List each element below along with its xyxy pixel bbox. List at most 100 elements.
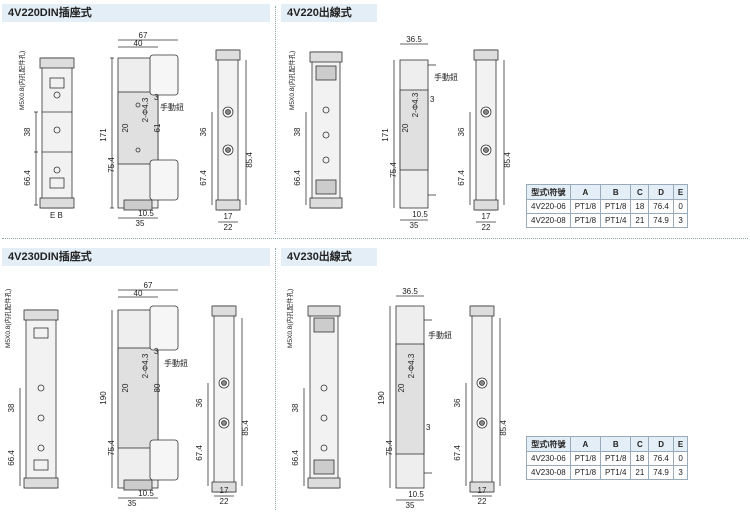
dim-3: 3 <box>154 93 159 102</box>
table-row: 4V230-06 PT1/8 PT1/8 18 76.4 0 <box>526 451 689 466</box>
table-cell: 21 <box>630 213 650 228</box>
table-cell: 74.9 <box>648 465 674 480</box>
table-cell: PT1/8 <box>600 199 632 214</box>
table-cell: PT1/8 <box>569 465 602 480</box>
table-cell: 3 <box>672 465 689 480</box>
dim-75: 75.4 <box>107 157 116 173</box>
dim-36: 36 <box>199 127 208 136</box>
dim-17: 17 <box>220 486 229 495</box>
section-title: 4V220DIN插座式 <box>8 7 92 19</box>
table-cell: PT1/4 <box>600 213 632 228</box>
dim-width-body: 40 <box>134 39 143 48</box>
dim-36: 36 <box>453 398 462 407</box>
dim-width-total: 36.5 <box>406 35 422 44</box>
table-cell: PT1/8 <box>600 451 632 466</box>
spec-table-4v230: 型式\符號 A B C D E 4V230-06 PT1/8 PT1/8 18 … <box>526 436 689 480</box>
mounting-holes-label: 2-Φ4.3 <box>411 92 420 117</box>
table-cell: PT1/8 <box>569 213 602 228</box>
screw-spec-label: M5X0.8(内孔配件孔) <box>287 51 296 110</box>
dim-20: 20 <box>121 123 130 132</box>
dim-10-5: 10.5 <box>412 210 428 219</box>
section-header-4v230-wire: 4V230出線式 <box>281 248 377 266</box>
dim-3: 3 <box>154 347 159 356</box>
dim-35: 35 <box>406 501 415 510</box>
table-row: 4V230-08 PT1/8 PT1/4 21 74.9 3 <box>526 465 689 480</box>
table-cell: 18 <box>630 199 650 214</box>
col-header: 型式\符號 <box>526 436 571 452</box>
dim-17: 17 <box>482 212 491 221</box>
table-cell: 74.9 <box>648 213 674 228</box>
dim-length: 171 <box>381 128 390 142</box>
mounting-holes-label: 2-Φ4.3 <box>141 353 150 378</box>
table-cell: 76.4 <box>648 451 674 466</box>
table-cell: 4V220-06 <box>526 199 571 214</box>
table-header-row: 型式\符號 A B C D E <box>526 184 689 200</box>
table-cell: PT1/4 <box>600 465 632 480</box>
section-header-4v220-din: 4V220DIN插座式 <box>2 4 270 22</box>
col-header: D <box>648 436 674 452</box>
col-header: B <box>600 436 632 452</box>
col-header: C <box>630 436 650 452</box>
table-cell: 0 <box>672 451 689 466</box>
dim-36: 36 <box>195 398 204 407</box>
dim-22: 22 <box>478 497 487 506</box>
dim-3: 3 <box>426 423 431 432</box>
drawing-4v220-wire: 36.5 171 20 38 66.4 75.4 35 10.5 36 67.4… <box>287 35 512 232</box>
dim-width-total: 67 <box>139 31 148 40</box>
dim-36: 36 <box>457 127 466 136</box>
dim-66: 66.4 <box>7 450 16 466</box>
dim-3: 3 <box>430 95 435 104</box>
section-header-4v220-wire: 4V220出線式 <box>281 4 377 22</box>
dim-75: 75.4 <box>385 440 394 456</box>
dim-38: 38 <box>293 127 302 136</box>
table-header-row: 型式\符號 A B C D E <box>526 436 689 452</box>
dim-10-5: 10.5 <box>138 209 154 218</box>
dim-38: 38 <box>23 127 32 136</box>
dim-85-4: 85.4 <box>245 152 254 168</box>
dim-width-total: 67 <box>144 281 153 290</box>
dim-17: 17 <box>224 212 233 221</box>
dim-66: 66.4 <box>291 450 300 466</box>
manual-button-label: 手動鈕 <box>434 72 458 82</box>
section-header-4v230-din: 4V230DIN插座式 <box>2 248 270 266</box>
dim-85-4: 85.4 <box>499 420 508 436</box>
mounting-holes-label: 2-Φ4.3 <box>141 97 150 122</box>
section-title: 4V230出線式 <box>287 251 352 263</box>
dim-22: 22 <box>482 223 491 232</box>
table-cell: 4V230-06 <box>526 451 571 466</box>
dim-length: 171 <box>99 128 108 142</box>
table-cell: 0 <box>672 199 689 214</box>
drawing-4v230-wire: 36.5 190 20 38 66.4 75.4 35 10.5 36 67.4… <box>285 287 508 510</box>
table-cell: PT1/8 <box>569 199 602 214</box>
dim-width-body: 40 <box>134 289 143 298</box>
table-row: 4V220-08 PT1/8 PT1/4 21 74.9 3 <box>526 213 689 228</box>
dim-85-4: 85.4 <box>241 420 250 436</box>
dim-67-4: 67.4 <box>453 445 462 461</box>
col-header: B <box>600 184 632 200</box>
table-cell: 76.4 <box>648 199 674 214</box>
dim-20: 20 <box>121 383 130 392</box>
col-header: 型式\符號 <box>526 184 571 200</box>
dim-66: 66.4 <box>23 170 32 186</box>
dim-length: 190 <box>99 391 108 405</box>
screw-spec-label: M5X0.8(内孔配件孔) <box>17 51 26 110</box>
table-cell: PT1/8 <box>569 451 602 466</box>
dim-75: 75.4 <box>389 162 398 178</box>
dim-20: 20 <box>397 383 406 392</box>
dim-38: 38 <box>291 403 300 412</box>
dim-67-4: 67.4 <box>195 445 204 461</box>
col-header: A <box>569 184 602 200</box>
dim-66: 66.4 <box>293 170 302 186</box>
screw-spec-label: M5X0.8(内孔配件孔) <box>3 289 12 348</box>
manual-button-label: 手動鈕 <box>428 330 452 340</box>
vertical-divider <box>275 248 276 510</box>
dim-80: 80 <box>153 383 162 392</box>
table-cell: 3 <box>672 213 689 228</box>
table-row: 4V220-06 PT1/8 PT1/8 18 76.4 0 <box>526 199 689 214</box>
manual-button-label: 手動鈕 <box>160 102 184 112</box>
dim-35: 35 <box>410 221 419 230</box>
col-header: A <box>569 436 602 452</box>
dim-67-4: 67.4 <box>457 170 466 186</box>
drawing-4v230-din: 67 40 190 80 20 38 66.4 75.4 35 10.5 36 … <box>3 281 250 508</box>
dim-22: 22 <box>220 497 229 506</box>
